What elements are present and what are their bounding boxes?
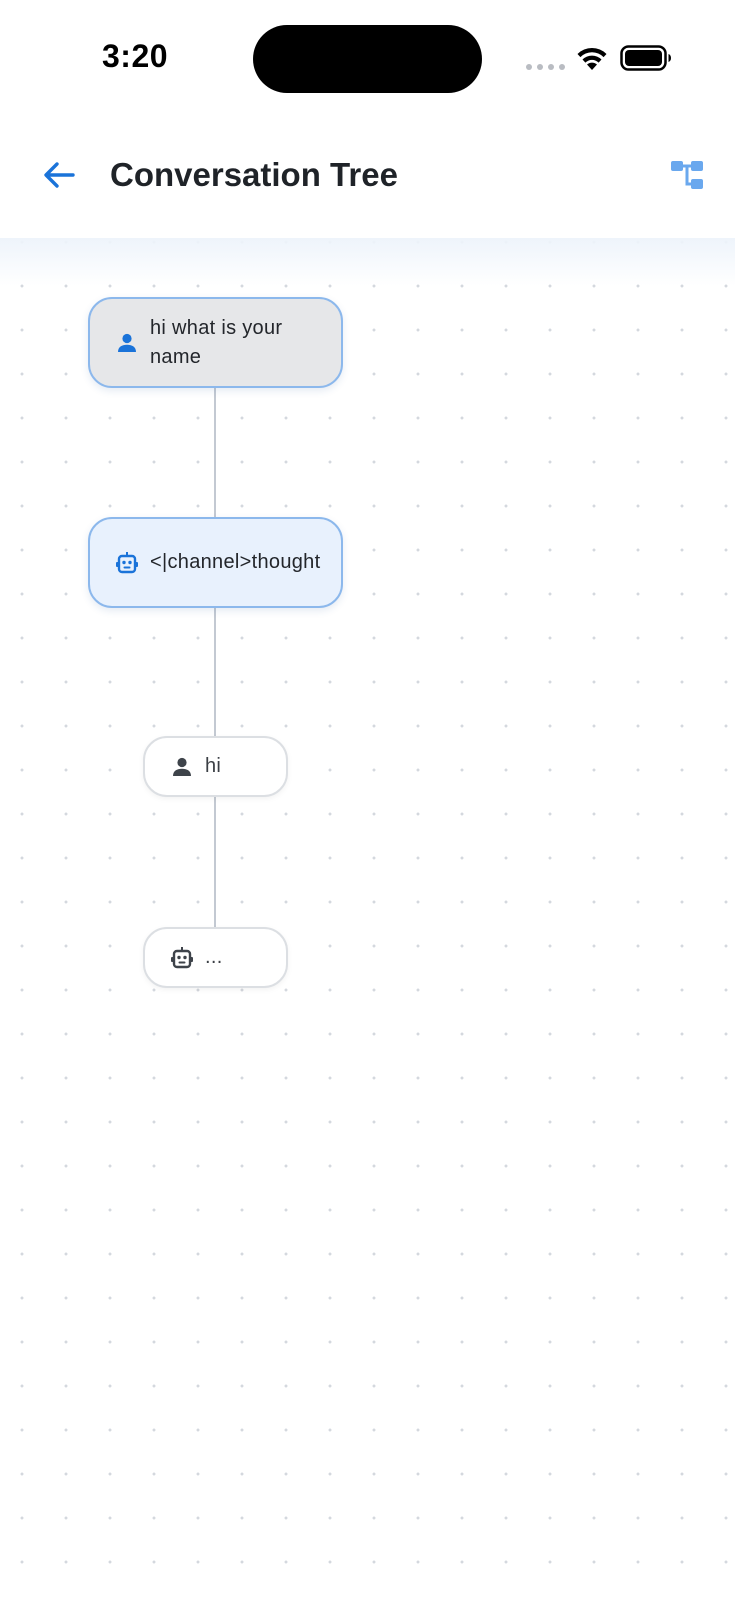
person-icon <box>114 332 140 354</box>
dynamic-island <box>253 25 482 93</box>
tree-canvas[interactable] <box>0 238 735 1600</box>
person-icon <box>169 756 195 778</box>
tree-node-user[interactable]: hi <box>143 736 288 797</box>
account-tree-icon <box>671 161 703 189</box>
robot-icon <box>114 551 140 575</box>
node-text: ... <box>205 946 223 968</box>
status-bar: 3:20 <box>0 0 735 120</box>
tree-node-user[interactable]: hi what is your name <box>88 297 343 388</box>
tree-node-assistant[interactable]: <|channel>thought <box>88 517 343 608</box>
tree-view-button[interactable] <box>664 152 710 198</box>
battery-icon <box>620 45 671 71</box>
header-shadow <box>0 238 735 286</box>
tree-node-assistant[interactable]: ... <box>143 927 288 988</box>
page-title: Conversation Tree <box>110 156 398 193</box>
app-header: Conversation Tree <box>0 120 735 238</box>
cellular-signal-icon <box>526 64 565 70</box>
node-text: hi what is your name <box>150 316 283 368</box>
tree-connector <box>214 608 216 736</box>
node-text: hi <box>205 755 222 777</box>
arrow-left-icon <box>44 162 75 188</box>
status-time: 3:20 <box>102 38 169 74</box>
back-button[interactable] <box>34 150 84 200</box>
node-text: <|channel>thought <box>150 551 321 573</box>
robot-icon <box>169 946 195 970</box>
wifi-icon <box>577 47 607 70</box>
tree-connector <box>214 388 216 517</box>
tree-connector <box>214 797 216 927</box>
